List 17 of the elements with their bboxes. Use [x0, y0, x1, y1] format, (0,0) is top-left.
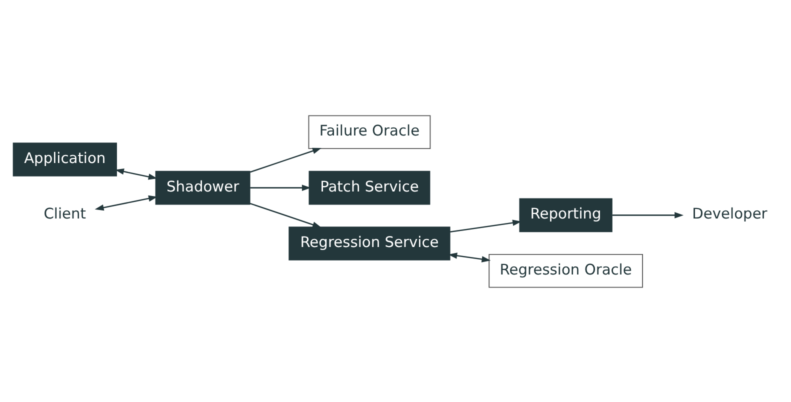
node-box: Regression Service [288, 226, 450, 260]
node-text: Developer [692, 205, 768, 222]
node-box: Application [12, 142, 117, 176]
node-box: Failure Oracle [308, 114, 431, 148]
arrow [94, 194, 158, 210]
arrow [114, 168, 158, 180]
arrow [448, 252, 491, 262]
node-box: Reporting [519, 198, 612, 232]
node-box: Patch Service [308, 170, 430, 204]
arrow [612, 212, 684, 218]
arrow [250, 147, 322, 172]
arrow [250, 202, 322, 228]
node-box: Regression Oracle [488, 254, 643, 288]
arrow [450, 219, 522, 232]
node-box: Shadower [155, 170, 250, 204]
node-text: Client [44, 205, 86, 222]
arrow [250, 184, 311, 190]
